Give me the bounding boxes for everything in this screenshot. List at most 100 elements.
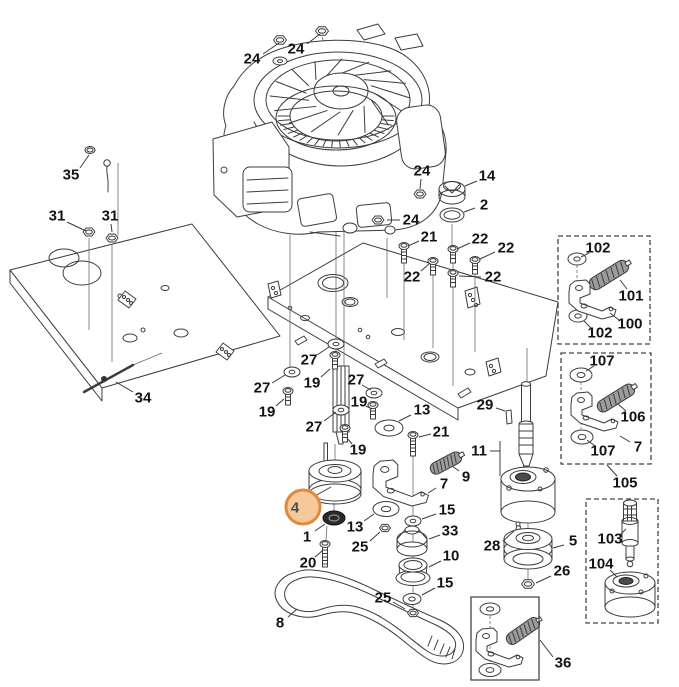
part-number-label[interactable]: 19 <box>304 375 321 392</box>
part-callout-24[interactable]: 24 <box>244 43 279 68</box>
part-callout-31[interactable]: 31 <box>49 208 86 232</box>
part-number-label[interactable]: 107 <box>589 353 614 370</box>
part-callout-2[interactable]: 2 <box>464 197 488 214</box>
part-callout-22[interactable]: 22 <box>457 231 488 250</box>
part-number-label[interactable]: 27 <box>306 419 323 436</box>
part-callout-33[interactable]: 33 <box>429 523 458 540</box>
part-number-label[interactable]: 27 <box>301 352 318 369</box>
part-number-label[interactable]: 25 <box>352 539 369 556</box>
part-callout-34[interactable]: 34 <box>116 382 152 407</box>
part-number-label[interactable]: 20 <box>300 555 317 572</box>
part-callout-25[interactable]: 25 <box>375 590 405 610</box>
part-callout-15[interactable]: 15 <box>422 502 455 520</box>
part-number-label[interactable]: 102 <box>585 240 610 257</box>
part-callout-36[interactable]: 36 <box>540 640 571 672</box>
part-callout-4[interactable]: 4 <box>286 487 331 524</box>
part-callout-103[interactable]: 103 <box>597 529 626 548</box>
part-callout-19[interactable]: 19 <box>304 369 330 392</box>
part-number-label[interactable]: 35 <box>63 167 80 184</box>
part-callout-28[interactable]: 28 <box>484 531 514 555</box>
part-number-label[interactable]: 21 <box>421 229 438 246</box>
part-number-label[interactable]: 15 <box>437 575 454 592</box>
part-number-label[interactable]: 34 <box>135 390 152 407</box>
part-number-label[interactable]: 14 <box>479 168 496 185</box>
part-callout-31[interactable]: 31 <box>102 208 119 233</box>
part-number-label[interactable]: 22 <box>498 240 515 257</box>
part-number-label[interactable]: 24 <box>403 212 420 229</box>
part-callout-27[interactable]: 27 <box>348 372 371 391</box>
part-number-label[interactable]: 26 <box>554 563 571 580</box>
part-callout-104[interactable]: 104 <box>588 556 617 578</box>
part-number-label[interactable]: 9 <box>462 469 470 486</box>
part-callout-22[interactable]: 22 <box>459 269 501 286</box>
part-callout-102[interactable]: 102 <box>581 240 611 258</box>
part-callout-35[interactable]: 35 <box>63 155 89 184</box>
part-callout-22[interactable]: 22 <box>480 240 514 260</box>
part-number-label[interactable]: 2 <box>480 197 488 214</box>
part-number-label[interactable]: 7 <box>440 476 448 493</box>
part-number-label[interactable]: 36 <box>555 655 572 672</box>
part-number-label[interactable]: 25 <box>375 590 392 607</box>
part-number-label[interactable]: 7 <box>634 439 642 456</box>
part-callout-105[interactable]: 105 <box>607 465 638 492</box>
part-callout-26[interactable]: 26 <box>536 563 570 584</box>
part-callout-8[interactable]: 8 <box>276 609 297 632</box>
part-callout-29[interactable]: 29 <box>477 397 505 414</box>
part-number-label[interactable]: 5 <box>569 533 577 550</box>
part-number-label[interactable]: 31 <box>49 208 66 225</box>
part-callout-25[interactable]: 25 <box>352 532 380 556</box>
part-callout-27[interactable]: 27 <box>306 412 336 436</box>
part-number-label[interactable]: 15 <box>439 502 456 519</box>
part-number-label[interactable]: 106 <box>620 409 645 426</box>
part-number-label[interactable]: 24 <box>414 163 431 180</box>
part-number-label[interactable]: 19 <box>259 404 276 421</box>
part-callout-21[interactable]: 21 <box>419 424 449 441</box>
part-number-label[interactable]: 103 <box>597 531 622 548</box>
part-number-label[interactable]: 4 <box>291 500 300 517</box>
part-number-label[interactable]: 13 <box>347 519 364 536</box>
part-number-label[interactable]: 22 <box>485 269 502 286</box>
part-number-label[interactable]: 1 <box>303 529 311 546</box>
part-number-label[interactable]: 22 <box>472 231 489 248</box>
part-callout-19[interactable]: 19 <box>259 399 284 421</box>
part-number-label[interactable]: 19 <box>351 394 368 411</box>
part-callout-13[interactable]: 13 <box>399 402 430 422</box>
part-callout-107[interactable]: 107 <box>587 440 616 460</box>
part-callout-27[interactable]: 27 <box>301 347 329 369</box>
part-callout-9[interactable]: 9 <box>452 466 470 486</box>
part-number-label[interactable]: 21 <box>433 424 450 441</box>
part-number-label[interactable]: 31 <box>102 208 119 225</box>
part-callout-101[interactable]: 101 <box>618 280 644 305</box>
part-number-label[interactable]: 13 <box>414 402 431 419</box>
part-callout-15[interactable]: 15 <box>422 575 453 596</box>
part-number-label[interactable]: 22 <box>404 269 421 286</box>
part-number-label[interactable]: 104 <box>588 556 614 573</box>
part-callout-102[interactable]: 102 <box>584 321 613 342</box>
part-number-label[interactable]: 105 <box>612 475 637 492</box>
part-number-label[interactable]: 19 <box>350 442 367 459</box>
part-number-label[interactable]: 102 <box>587 325 612 342</box>
part-number-label[interactable]: 24 <box>244 51 261 68</box>
part-callout-11[interactable]: 11 <box>471 441 500 476</box>
part-number-label[interactable]: 11 <box>471 443 487 460</box>
part-callout-1[interactable]: 1 <box>303 524 325 546</box>
part-callout-5[interactable]: 5 <box>553 533 577 550</box>
part-number-label[interactable]: 10 <box>443 548 460 565</box>
part-callout-7[interactable]: 7 <box>428 476 448 494</box>
part-callout-27[interactable]: 27 <box>254 375 285 397</box>
part-number-label[interactable]: 107 <box>590 443 615 460</box>
part-number-label[interactable]: 24 <box>288 41 305 58</box>
part-callout-7[interactable]: 7 <box>620 436 642 456</box>
part-number-label[interactable]: 27 <box>348 372 365 389</box>
part-number-label[interactable]: 101 <box>618 288 643 305</box>
part-callout-24[interactable]: 24 <box>288 34 320 58</box>
part-number-label[interactable]: 33 <box>442 523 459 540</box>
part-callout-10[interactable]: 10 <box>429 548 459 568</box>
part-callout-14[interactable]: 14 <box>465 168 496 187</box>
part-number-label[interactable]: 29 <box>477 397 494 414</box>
part-number-label[interactable]: 100 <box>617 316 642 333</box>
part-callout-22[interactable]: 22 <box>404 263 430 286</box>
part-callout-19[interactable]: 19 <box>351 394 372 411</box>
part-callout-24[interactable]: 24 <box>414 163 431 190</box>
part-callout-107[interactable]: 107 <box>586 353 615 372</box>
